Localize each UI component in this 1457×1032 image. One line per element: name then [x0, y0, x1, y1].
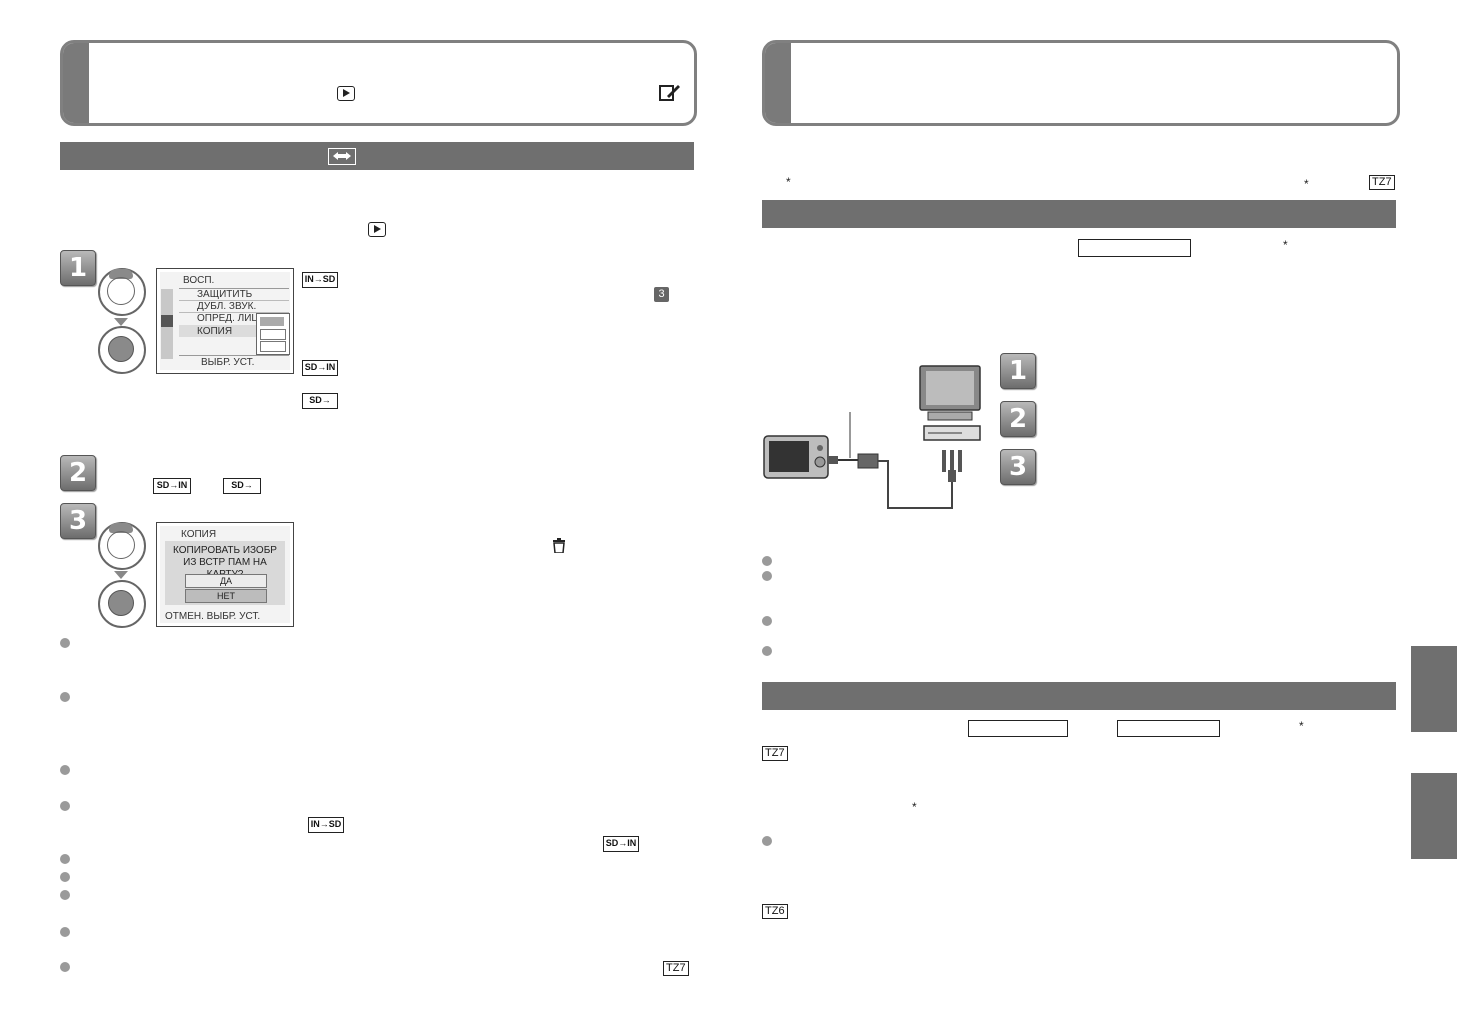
cursor-button-set-2[interactable] [98, 580, 146, 628]
playback-icon-2 [368, 222, 386, 237]
menu-footer: ВЫБР. УСТ. [201, 357, 255, 368]
asterisk: * [1283, 238, 1288, 252]
dialog-footer: ОТМЕН. ВЫБР. УСТ. [165, 611, 261, 622]
right-title-tab [765, 43, 791, 123]
right-step-1-badge: 1 [1000, 353, 1036, 389]
bullet [762, 836, 772, 846]
lcd-menu-screen: ВОСП. ЗАЩИТИТЬ ДУБЛ. ЗВУК. ОПРЕД. ЛИЦА К… [156, 268, 294, 374]
step-1-badge: 1 [60, 250, 96, 286]
in-to-sd-icon-2: IN→SD [308, 817, 344, 833]
bullet [60, 962, 70, 972]
in-to-sd-icon: IN→SD [302, 272, 338, 288]
tz7-badge-lower: TZ7 [762, 746, 788, 761]
left-title-box [60, 40, 697, 126]
side-tab-1[interactable] [1411, 646, 1457, 732]
step-2-badge: 2 [60, 455, 96, 491]
dialog-no-button[interactable]: НЕТ [185, 589, 267, 603]
cursor-button-up[interactable] [98, 268, 146, 316]
right-step-3-badge: 3 [1000, 449, 1036, 485]
asterisk: * [1299, 719, 1304, 733]
bullet [60, 801, 70, 811]
right-title-box [762, 40, 1400, 126]
sd-to-in-icon-2: SD→IN [153, 478, 191, 494]
edit-card-icon [659, 83, 680, 101]
tz7-badge-left: TZ7 [663, 961, 689, 976]
side-tab-2[interactable] [1411, 773, 1457, 859]
sd-to-card-icon-2: SD→ [223, 478, 261, 494]
arrow-down-icon-2 [114, 571, 128, 579]
menu-item-audio-dub[interactable]: ДУБЛ. ЗВУК. [197, 301, 257, 312]
bullet [60, 890, 70, 900]
dialog-yes-button[interactable]: ДА [185, 574, 267, 588]
setting-box [1078, 239, 1191, 257]
right-step-2-badge: 2 [1000, 401, 1036, 437]
bullet [762, 646, 772, 656]
bullet [60, 765, 70, 775]
bullet [60, 854, 70, 864]
sd-to-card-icon: SD→ [302, 393, 338, 409]
setting-box-3 [1117, 720, 1220, 737]
cursor-button-set[interactable] [98, 326, 146, 374]
page-ref-badge: 3 [654, 287, 669, 302]
right-section-bar-1 [762, 200, 1396, 228]
sd-to-in-icon-3: SD→IN [603, 836, 639, 852]
bullet [762, 571, 772, 581]
tv-connection-illustration [762, 360, 992, 520]
bullet [762, 556, 772, 566]
menu-item-copy[interactable]: КОПИЯ [197, 326, 233, 337]
trash-icon [552, 538, 566, 554]
sd-to-in-icon: SD→IN [302, 360, 338, 376]
asterisk: * [1304, 177, 1309, 191]
bullet [60, 638, 70, 648]
asterisk: * [912, 800, 917, 814]
menu-item-protect[interactable]: ЗАЩИТИТЬ [197, 289, 253, 300]
asterisk: * [786, 175, 791, 189]
bullet [762, 616, 772, 626]
menu-item-face-rec[interactable]: ОПРЕД. ЛИЦА [197, 313, 266, 324]
tz6-badge-lower: TZ6 [762, 904, 788, 919]
bullet [60, 692, 70, 702]
menu-title: ВОСП. [183, 275, 215, 286]
left-title-tab [63, 43, 89, 123]
copy-icon [328, 148, 356, 165]
lcd-copy-dialog: КОПИЯ КОПИРОВАТЬ ИЗОБР ИЗ ВСТР ПАМ НА КА… [156, 522, 294, 627]
step-3-badge: 3 [60, 503, 96, 539]
bullet [60, 872, 70, 882]
tz7-badge-top: TZ7 [1369, 175, 1395, 190]
right-section-bar-2 [762, 682, 1396, 710]
arrow-down-icon [114, 318, 128, 326]
playback-icon [337, 86, 355, 101]
bullet [60, 927, 70, 937]
left-section-bar [60, 142, 694, 170]
setting-box-2 [968, 720, 1068, 737]
dialog-header: КОПИЯ [181, 529, 217, 540]
cursor-button-up-2[interactable] [98, 522, 146, 570]
